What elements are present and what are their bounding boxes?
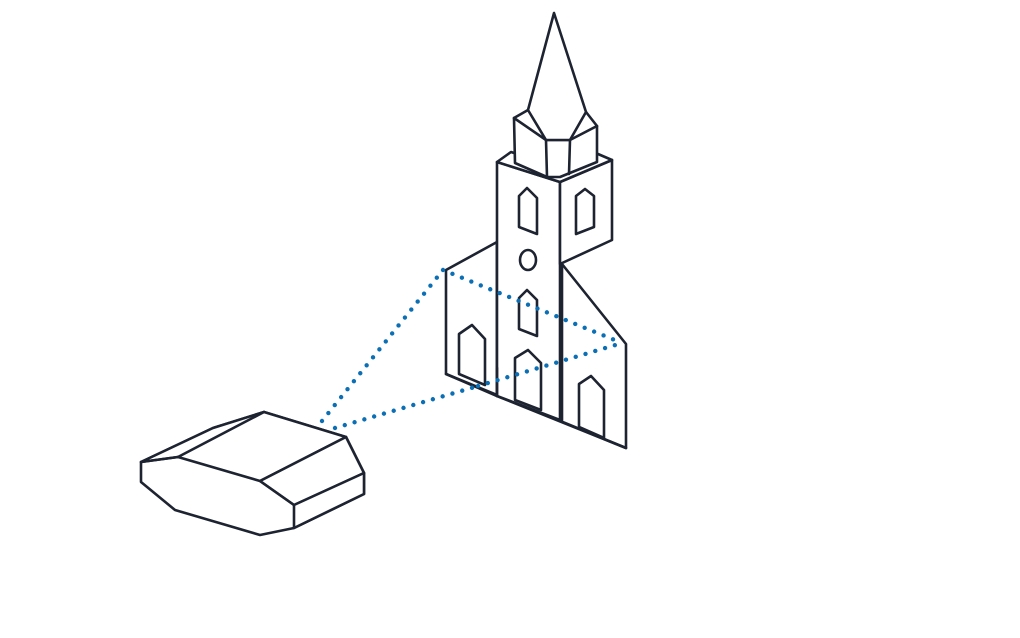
drum-edge-1 (544, 138, 549, 179)
block-side-face (292, 471, 366, 530)
church-icon (444, 11, 628, 450)
block-ridge-edge (176, 410, 266, 459)
drum-edge-2 (567, 138, 572, 176)
block-bottom-edge (258, 479, 296, 507)
projection-line-upper (319, 267, 446, 424)
tower-window-upper (517, 186, 539, 236)
nave-arch-window-right (577, 374, 606, 440)
nave-arch-window-center (513, 348, 543, 412)
church-spire (526, 11, 588, 142)
projection-line-lower (332, 383, 481, 431)
tower-window-lower (517, 288, 539, 338)
projection-line-top-edge (440, 267, 625, 346)
tower-clock-opening (518, 248, 538, 272)
dotted-projection-lines (319, 267, 625, 431)
tower-side-window (574, 187, 596, 236)
nave-arch-window-left (457, 323, 487, 387)
stone-block-icon (139, 410, 366, 537)
block-left-edge (139, 455, 180, 464)
